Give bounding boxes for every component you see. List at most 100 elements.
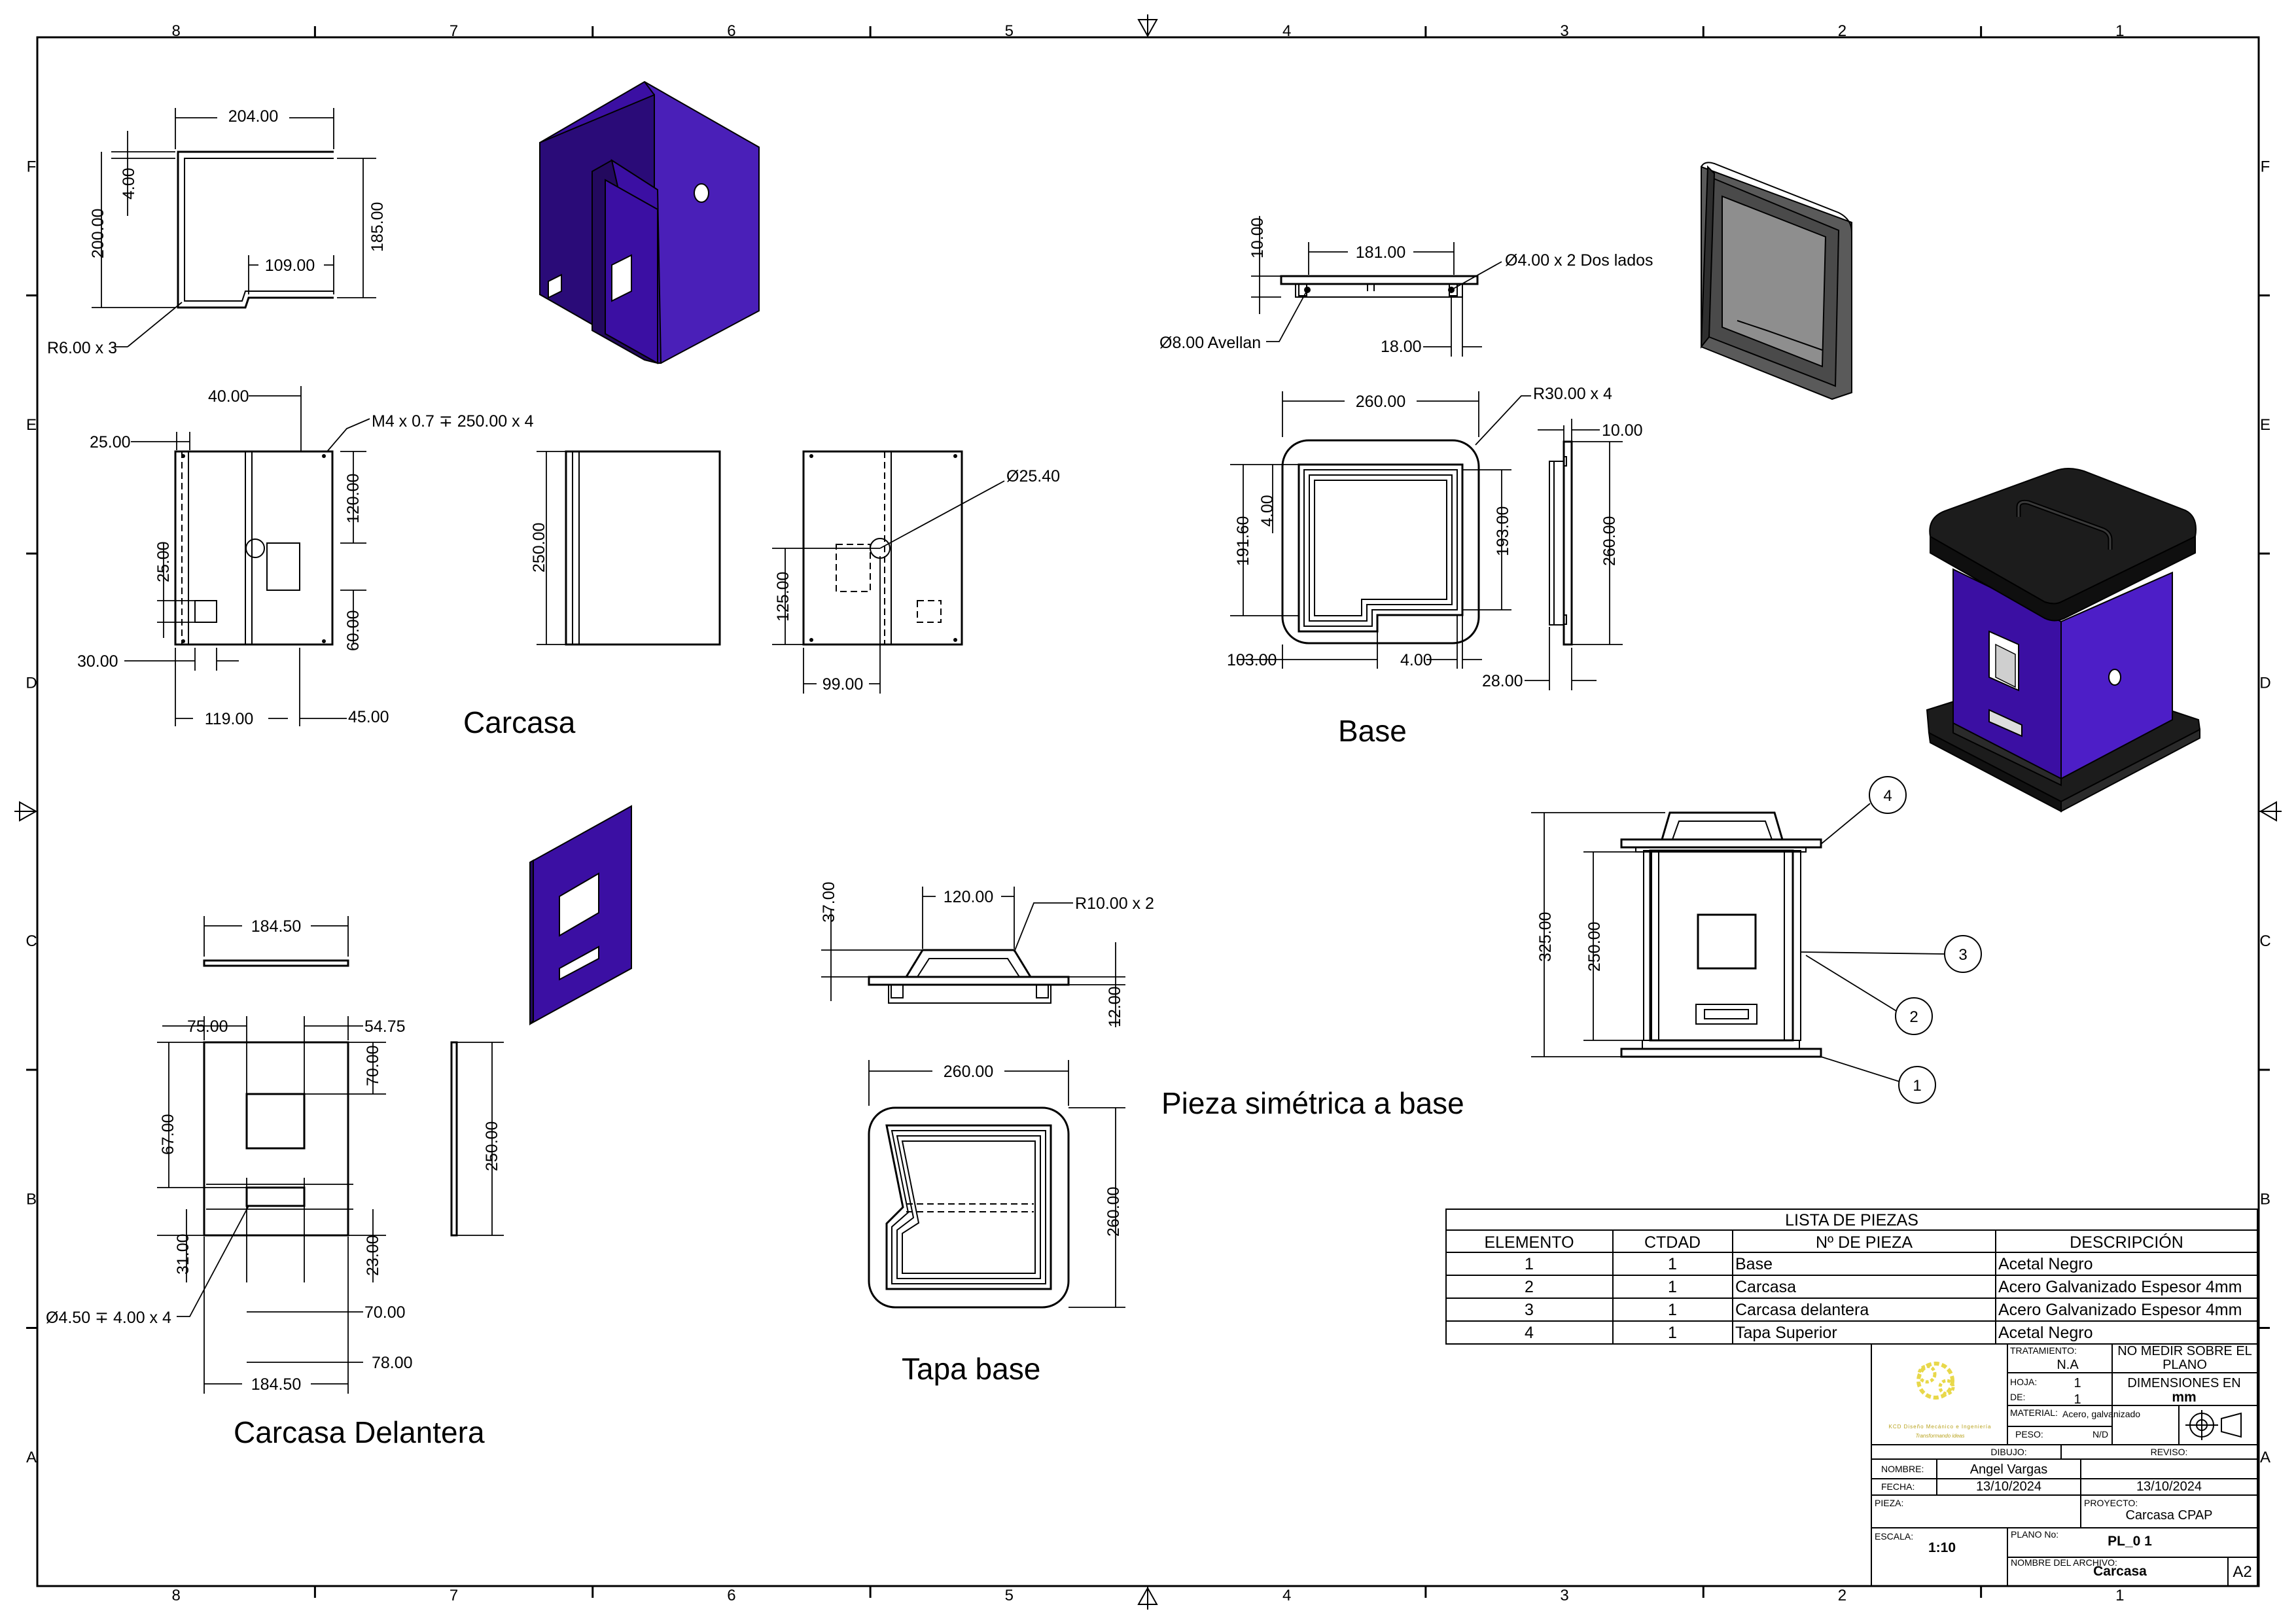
zone-row-left-F: F bbox=[27, 158, 37, 175]
dim-204: 204.00 bbox=[228, 107, 278, 126]
zone-col-bottom-5: 5 bbox=[1005, 1587, 1014, 1604]
dim-10: 10.00 bbox=[1248, 217, 1267, 258]
carcasa-isometric bbox=[539, 80, 760, 364]
company-name: KCD Diseño Mecánico e Ingeniería bbox=[1889, 1424, 1992, 1430]
dim-70: 70.00 bbox=[364, 1045, 382, 1086]
peso-value: N/D bbox=[2093, 1429, 2108, 1439]
base-end-view: 260.00 10.00 28.00 bbox=[1482, 419, 1643, 690]
tapa-note: Pieza simétrica a base bbox=[1161, 1086, 1464, 1120]
dim-75: 75.00 bbox=[187, 1017, 228, 1036]
zone-row-right-A: A bbox=[2260, 1449, 2270, 1466]
bom-cell: 1 bbox=[1668, 1278, 1677, 1296]
dim-70b: 70.00 bbox=[364, 1303, 406, 1322]
delantera-side-view: 250.00 bbox=[450, 1041, 504, 1237]
dim-25b: 25.00 bbox=[154, 541, 173, 582]
thread-label: M4 x 0.7 ∓ 250.00 x 4 bbox=[372, 412, 534, 431]
dim-185: 185.00 bbox=[368, 202, 387, 252]
dim-60: 60.00 bbox=[344, 610, 362, 651]
zone-col-top-3: 3 bbox=[1560, 22, 1568, 40]
dim-103: 103.00 bbox=[1227, 651, 1277, 669]
carcasa-flat-view: 40.00 25.00 M4 x 0.7 ∓ 250.00 x 4 120.00… bbox=[77, 386, 534, 729]
zone-col-top-1: 1 bbox=[2115, 22, 2124, 40]
plano-value: PL_0 1 bbox=[2108, 1534, 2152, 1549]
dim-1845b: 184.50 bbox=[251, 1375, 301, 1394]
sheet-border bbox=[36, 36, 2260, 1587]
dim-99: 99.00 bbox=[822, 675, 864, 694]
zone-col-top-6: 6 bbox=[727, 22, 735, 40]
fecha-label: FECHA: bbox=[1881, 1481, 1915, 1492]
dim-28: 28.00 bbox=[1482, 672, 1523, 690]
material-value: Acero, galvanizado bbox=[2062, 1409, 2140, 1419]
carcasa-back-view: Ø25.40 125.00 99.00 bbox=[772, 450, 1060, 694]
hoja-label: HOJA: bbox=[2010, 1377, 2037, 1387]
company-logo: KCD Diseño Mecánico e Ingeniería Transfo… bbox=[1889, 1362, 1992, 1439]
fecha-dibujo-value: 13/10/2024 bbox=[1976, 1479, 2041, 1494]
delantera-top-view: 184.50 bbox=[203, 916, 349, 967]
dim-181: 181.00 bbox=[1356, 243, 1405, 262]
base-title: Base bbox=[1338, 714, 1407, 748]
dim-119: 119.00 bbox=[205, 710, 254, 728]
svg-text:2: 2 bbox=[1909, 1008, 1918, 1026]
dim-4: 4.00 bbox=[1258, 495, 1277, 527]
bom-header: ELEMENTO bbox=[1484, 1233, 1574, 1252]
zone-col-bottom-2: 2 bbox=[1838, 1587, 1846, 1604]
zone-col-bottom-1: 1 bbox=[2115, 1587, 2124, 1604]
carcasa-title: Carcasa bbox=[463, 705, 576, 739]
svg-text:4: 4 bbox=[1883, 787, 1892, 805]
zone-row-left-C: C bbox=[26, 932, 37, 950]
zone-col-top-5: 5 bbox=[1005, 22, 1014, 40]
carcasa-top-view: 204.00 4.00 200.00 185.00 109.00 R6.00 x… bbox=[47, 105, 387, 357]
bom-cell: Base bbox=[1735, 1255, 1773, 1273]
bom-cell: Acetal Negro bbox=[1998, 1255, 2093, 1273]
dim-5475: 54.75 bbox=[364, 1017, 406, 1036]
no-medir-note: NO MEDIR SOBRE EL PLANO bbox=[2117, 1345, 2252, 1372]
zone-row-left-B: B bbox=[26, 1190, 37, 1208]
base-top-view: 260.00 R30.00 x 4 191.60 4.00 193.00 103… bbox=[1227, 385, 1612, 669]
delantera-front-view: 75.00 54.75 70.00 67.00 31.00 23.00 Ø4.5… bbox=[46, 1016, 413, 1394]
dim-260: 260.00 bbox=[1356, 393, 1405, 411]
dim-45: 45.00 bbox=[348, 708, 389, 726]
zone-row-right-E: E bbox=[2260, 416, 2270, 434]
dim-250: 250.00 bbox=[530, 523, 548, 573]
material-label: MATERIAL: bbox=[2010, 1407, 2058, 1418]
hole-label: Ø4.00 x 2 Dos lados bbox=[1505, 251, 1653, 270]
bom-header: Nº DE PIEZA bbox=[1816, 1233, 1913, 1252]
zone-col-top-7: 7 bbox=[450, 22, 458, 40]
dim-193: 193.00 bbox=[1494, 506, 1512, 556]
zone-markers bbox=[26, 26, 2270, 1598]
bom-cell: 1 bbox=[1525, 1255, 1534, 1273]
dim-78: 78.00 bbox=[372, 1354, 413, 1372]
zone-row-right-B: B bbox=[2260, 1190, 2270, 1208]
zone-row-left-D: D bbox=[26, 674, 37, 692]
format-value: A2 bbox=[2233, 1563, 2252, 1581]
zone-row-left-E: E bbox=[26, 416, 37, 434]
assembly-isometric bbox=[1926, 468, 2201, 813]
dim-260v: 260.00 bbox=[1600, 516, 1619, 566]
archivo-label: NOMBRE DEL ARCHIVO: bbox=[2011, 1557, 2117, 1568]
dim-120: 120.00 bbox=[944, 888, 993, 906]
dim-40: 40.00 bbox=[208, 387, 249, 406]
bom-header: DESCRIPCIÓN bbox=[2070, 1233, 2183, 1252]
dim-250: 250.00 bbox=[1585, 922, 1604, 972]
peso-label: PESO: bbox=[2015, 1429, 2043, 1439]
hoja-value: 1 bbox=[2074, 1376, 2081, 1390]
proyecto-label: PROYECTO: bbox=[2084, 1498, 2138, 1508]
dimensiones-label: DIMENSIONES EN bbox=[2127, 1376, 2240, 1390]
dim-260v: 260.00 bbox=[1104, 1187, 1123, 1237]
tratamiento-value: N.A bbox=[2057, 1358, 2079, 1372]
zone-col-bottom-3: 3 bbox=[1560, 1587, 1568, 1604]
proyecto-value: Carcasa CPAP bbox=[2125, 1508, 2212, 1523]
balloon-2 bbox=[1895, 997, 1933, 1035]
zone-row-right-D: D bbox=[2259, 674, 2270, 692]
tapa-side-view: 120.00 R10.00 x 2 37.00 12.00 bbox=[820, 881, 1154, 1027]
tapa-top-view: 260.00 260.00 bbox=[868, 1060, 1125, 1309]
zone-row-left-A: A bbox=[26, 1449, 37, 1466]
dim-200: 200.00 bbox=[89, 209, 107, 258]
zone-col-bottom-6: 6 bbox=[727, 1587, 735, 1604]
bom-cell: Acero Galvanizado Espesor 4mm bbox=[1998, 1278, 2242, 1296]
nombre-label: NOMBRE: bbox=[1881, 1464, 1924, 1474]
dim-109: 109.00 bbox=[265, 256, 315, 275]
dim-diameter-2540: Ø25.40 bbox=[1006, 467, 1060, 485]
dim-25a: 25.00 bbox=[90, 433, 131, 451]
